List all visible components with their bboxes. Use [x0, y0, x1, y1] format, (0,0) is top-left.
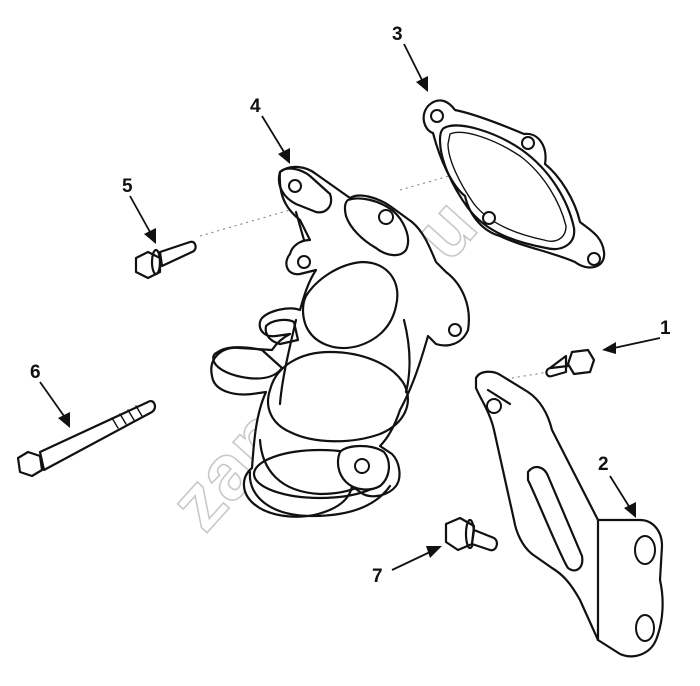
bolt-flanged — [134, 240, 197, 280]
callout-label-5: 5 — [122, 176, 133, 197]
bolt-long — [16, 400, 157, 478]
callout-label-7: 7 — [372, 566, 383, 587]
thermostat-housing — [210, 165, 470, 518]
gasket — [422, 99, 606, 269]
bracket — [474, 370, 664, 658]
callout-label-6: 6 — [30, 362, 41, 383]
callout-label-3: 3 — [392, 24, 403, 45]
callout-label-4: 4 — [250, 96, 261, 117]
callout-label-1: 1 — [660, 318, 671, 339]
bolt-short-lower — [444, 516, 499, 552]
callout-arrows — [39, 43, 661, 571]
callout-label-2: 2 — [598, 454, 609, 475]
bolt-short — [545, 348, 596, 378]
